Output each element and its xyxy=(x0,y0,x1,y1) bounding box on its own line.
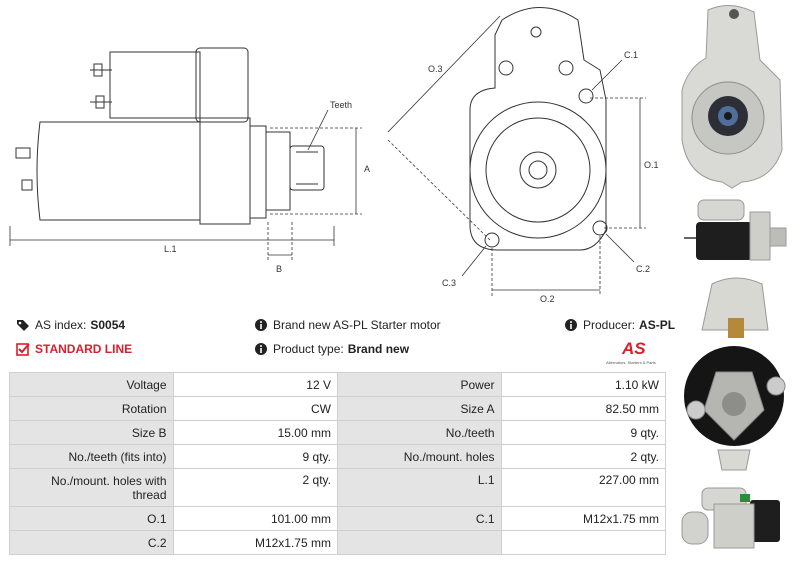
table-row: O.1 101.00 mm C.1 M12x1.75 mm xyxy=(9,506,666,531)
checkbox-check-icon xyxy=(16,343,30,356)
table-row: Size B 15.00 mm No./teeth 9 qty. xyxy=(9,420,666,445)
spec-value: 2 qty. xyxy=(500,444,666,469)
spec-value: 82.50 mm xyxy=(500,396,666,421)
product-type-label: Product type: xyxy=(273,342,344,356)
tag-icon xyxy=(17,320,29,331)
table-row: Rotation CW Size A 82.50 mm xyxy=(9,396,666,421)
table-row: C.2 M12x1.75 mm xyxy=(9,530,666,555)
product-type-value: Brand new xyxy=(347,342,410,356)
as-index: AS index: S0054 xyxy=(16,318,125,332)
photo-angle-view xyxy=(681,487,780,549)
photo-side-view xyxy=(684,199,787,261)
label-b: B xyxy=(276,264,282,274)
spec-table: Voltage 12 V Power 1.10 kW Rotation CW S… xyxy=(9,372,666,555)
spec-label: L.1 xyxy=(336,468,502,507)
producer-value: AS-PL xyxy=(639,318,676,332)
info-icon xyxy=(255,343,267,355)
table-row: No./mount. holes with thread 2 qty. L.1 … xyxy=(9,468,666,507)
label-o1: O.1 xyxy=(644,160,659,170)
spec-value: M12x1.75 mm xyxy=(172,530,338,555)
label-a: A xyxy=(364,164,370,174)
standard-line-label: STANDARD LINE xyxy=(35,342,133,356)
table-row: Voltage 12 V Power 1.10 kW xyxy=(9,372,666,397)
table-row: No./teeth (fits into) 9 qty. No./mount. … xyxy=(9,444,666,469)
spec-value: 12 V xyxy=(172,372,338,397)
spec-value: 15.00 mm xyxy=(172,420,338,445)
photo-rear-view xyxy=(684,277,786,471)
as-index-label: AS index: xyxy=(35,318,87,332)
spec-label: C.2 xyxy=(9,530,174,555)
as-index-value: S0054 xyxy=(90,318,126,332)
front-view-outline xyxy=(469,7,608,251)
front-dimension-lines xyxy=(387,15,646,296)
as-pl-logo: AS Alternators, Starters & Parts xyxy=(606,339,656,365)
product-info: AS index: S0054 STANDARD LINE Brand new … xyxy=(14,316,675,365)
spec-label: No./teeth (fits into) xyxy=(9,444,174,469)
spec-label: Voltage xyxy=(9,372,174,397)
label-c1: C.1 xyxy=(624,50,638,60)
product-photos xyxy=(681,5,787,549)
spec-value: 101.00 mm xyxy=(172,506,338,531)
spec-label: No./mount. holes xyxy=(336,444,502,469)
description-text: Brand new AS-PL Starter motor xyxy=(273,318,441,332)
spec-label: No./teeth xyxy=(336,420,502,445)
producer: Producer: AS-PL xyxy=(564,318,675,332)
dimension-lines xyxy=(9,109,362,262)
photo-front-view xyxy=(681,5,783,189)
label-o2: O.2 xyxy=(540,294,555,304)
spec-value: 227.00 mm xyxy=(500,468,666,507)
spec-value: 1.10 kW xyxy=(500,372,666,397)
spec-label: Rotation xyxy=(9,396,174,421)
spec-label: No./mount. holes with thread xyxy=(9,468,174,507)
logo-letters: AS xyxy=(621,339,646,358)
label-o3: O.3 xyxy=(428,64,443,74)
spec-label: Power xyxy=(336,372,502,397)
label-c2: C.2 xyxy=(636,264,650,274)
technical-drawing: Teeth A B L.1 O.3 O.1 O.2 C.1 C.2 C.3 xyxy=(9,7,659,304)
product-type: Product type: Brand new xyxy=(254,342,409,356)
info-icon xyxy=(565,319,577,331)
motor-body-outline xyxy=(15,117,325,225)
description: Brand new AS-PL Starter motor xyxy=(254,318,441,332)
producer-label: Producer: xyxy=(583,318,636,332)
spec-label: O.1 xyxy=(9,506,174,531)
info-icon xyxy=(255,319,267,331)
label-l1: L.1 xyxy=(164,244,177,254)
spec-value: 2 qty. xyxy=(172,468,338,507)
label-c3: C.3 xyxy=(442,278,456,288)
logo-tagline: Alternators, Starters & Parts xyxy=(606,360,656,365)
spec-value xyxy=(500,530,666,555)
spec-value: M12x1.75 mm xyxy=(500,506,666,531)
spec-value: CW xyxy=(172,396,338,421)
product-line: STANDARD LINE xyxy=(16,342,132,356)
spec-value: 9 qty. xyxy=(172,444,338,469)
spec-value: 9 qty. xyxy=(500,420,666,445)
spec-label: Size B xyxy=(9,420,174,445)
label-teeth: Teeth xyxy=(330,100,352,110)
solenoid-outline xyxy=(90,47,249,123)
spec-label: Size A xyxy=(336,396,502,421)
spec-label xyxy=(336,530,502,555)
spec-label: C.1 xyxy=(336,506,502,531)
